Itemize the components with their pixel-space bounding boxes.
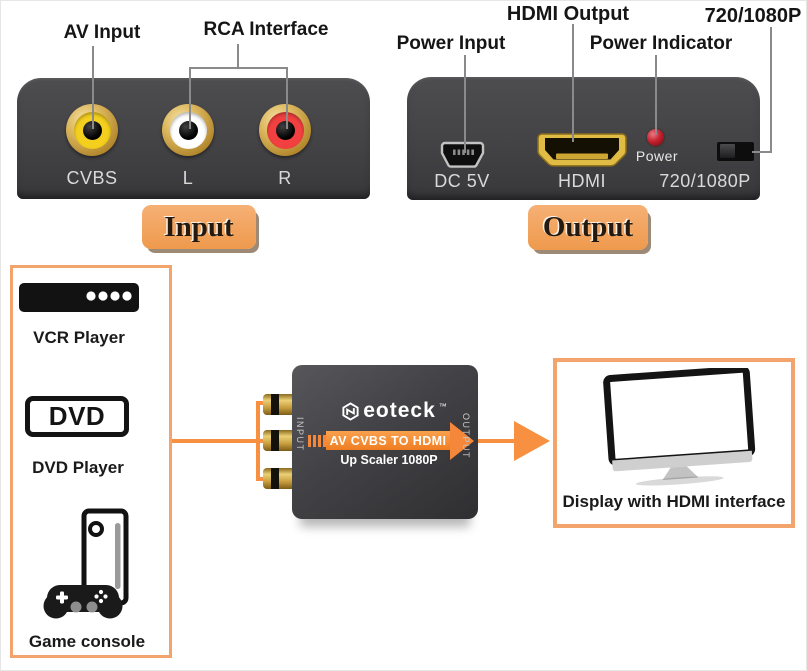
dvd-player-label: DVD Player [32,458,124,477]
converter-brand: eoteck ™ [292,399,478,423]
callout-line-rca-right [286,67,288,129]
callout-line-rca-bracket [189,67,288,69]
brand-wordmark: eoteck [363,399,436,422]
port-label-resolution: 720/1080P [659,171,751,191]
converter-output-side-label: OUTPUT [461,413,471,459]
callout-line-resolution-v [770,27,772,153]
power-led-label: Power [635,148,679,164]
jack-label-left: L [182,168,194,188]
callout-line-rca-left [189,67,191,129]
rca-interface-callout: RCA Interface [203,19,329,40]
converter-box: INPUT eoteck ™ AV CVBS TO HDMI Up Scaler… [292,365,478,519]
output-badge: Output [528,205,648,250]
connector-line-vertical [256,402,260,481]
power-led-icon [647,129,664,146]
jack-label-right: R [278,168,292,188]
callout-line-power-indicator [655,55,657,135]
rca-jack-left-icon [162,104,214,156]
converter-input-side-label: INPUT [295,417,305,452]
output-arrow-icon [514,421,550,461]
callout-line-power-input [464,55,466,153]
trademark-symbol: ™ [438,401,447,411]
vcr-icon [19,283,139,312]
neoteck-logo-icon [342,401,359,421]
signal-ticks-icon [308,434,326,447]
callout-line-rca-stem [237,44,239,68]
rca-plug-icon [263,394,297,415]
hdmi-port-icon [537,133,627,167]
callout-line-hdmi [572,24,574,142]
game-console-icon [43,508,129,619]
input-badge: Input [142,205,256,249]
rca-jack-right-icon [259,104,311,156]
dvd-icon: DVD [25,396,129,437]
dvd-icon-text: DVD [48,401,106,431]
resolution-switch [717,142,754,161]
converter-banner: AV CVBS TO HDMI [326,431,450,450]
connector-line-main [170,439,272,443]
mini-usb-port-icon [440,141,485,168]
resolution-callout: 720/1080P [704,5,802,27]
port-label-dc5v: DC 5V [434,171,490,191]
power-input-callout: Power Input [396,33,506,54]
switch-knob [720,144,735,158]
banner-arrow-icon [450,422,474,460]
av-input-callout: AV Input [63,22,141,43]
port-label-hdmi: HDMI [558,171,606,191]
converter-subtitle: Up Scaler 1080P [340,453,438,467]
rca-plug-icon [263,468,297,489]
output-line [478,439,518,443]
game-console-label: Game console [28,632,146,651]
callout-line-resolution-h [752,151,772,153]
power-indicator-callout: Power Indicator [589,33,733,54]
jack-label-cvbs: CVBS [66,168,118,188]
vcr-player-label: VCR Player [33,328,125,347]
monitor-icon [603,368,756,486]
display-label: Display with HDMI interface [562,492,786,511]
rca-plug-icon [263,430,297,451]
hdmi-output-callout: HDMI Output [506,3,630,25]
callout-line-av-input [92,46,94,129]
